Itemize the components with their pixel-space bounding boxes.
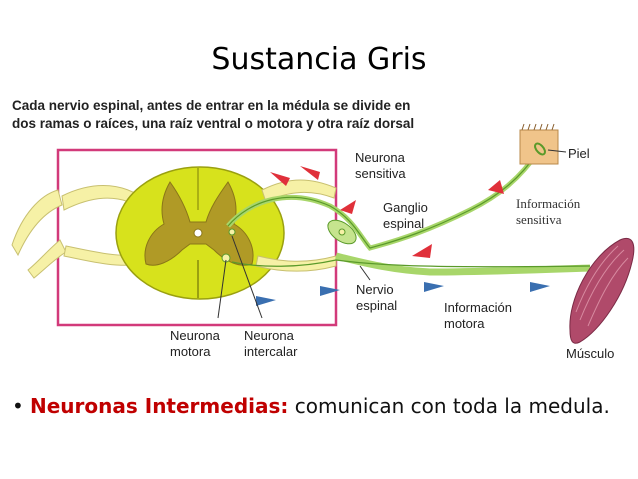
label-neurona-motora-1: Neurona [170, 328, 221, 343]
skin-hairs [521, 123, 555, 131]
motor-arrow-3 [424, 282, 444, 292]
neurona-motora-leader [217, 259, 227, 319]
label-info-sensitiva-2: sensitiva [516, 212, 562, 227]
label-nervio-2: espinal [356, 298, 397, 313]
ganglion-cell [338, 228, 346, 236]
skin-receptor [534, 142, 546, 156]
label-neurona-sensitiva-2: sensitiva [355, 166, 406, 181]
label-info-sensitiva-1: Información [516, 196, 581, 211]
label-musculo: Músculo [566, 346, 614, 361]
sensory-arrow-4 [270, 172, 290, 186]
sensory-neuron-core [227, 151, 539, 249]
diagram-caption-line-1: Cada nervio espinal, antes de entrar en … [12, 98, 410, 113]
skin-block [519, 129, 559, 165]
interneuron-body [228, 228, 236, 236]
bullet-body: comunican con toda la medula. [288, 394, 610, 418]
sensory-arrow-2 [340, 200, 356, 214]
right-ventral-root [255, 255, 337, 272]
label-info-motora-2: motora [444, 316, 485, 331]
cord-gray-matter [144, 181, 254, 266]
muscle-striations [575, 245, 629, 327]
motor-arrow-4 [530, 282, 550, 292]
label-neurona-motora-2: motora [170, 344, 211, 359]
label-ganglio-2: espinal [383, 216, 424, 231]
sensory-arrow-3 [488, 180, 504, 194]
bullet-dot: • [12, 394, 24, 418]
bullet-text: Neuronas Intermedias: comunican con toda… [30, 392, 622, 420]
sensory-arrow-5 [412, 244, 432, 258]
label-neurona-intercalar-1: Neurona [244, 328, 295, 343]
piel-leader [547, 149, 567, 153]
nervio-leader [359, 265, 371, 281]
label-info-motora-1: Información [444, 300, 512, 315]
motor-neuron-fiber [231, 259, 591, 268]
central-canal [193, 228, 203, 238]
sensory-arrow-1 [300, 166, 320, 180]
label-nervio-1: Nervio [356, 282, 394, 297]
label-neurona-sensitiva-1: Neurona [355, 150, 406, 165]
label-neurona-intercalar-2: intercalar [244, 344, 298, 359]
bullet-highlight: Neuronas Intermedias: [30, 394, 289, 418]
left-dorsal-root [11, 189, 63, 257]
muscle-belly [569, 238, 635, 344]
bullet-item: • Neuronas Intermedias: comunican con to… [12, 392, 622, 420]
motor-arrow-2 [320, 286, 340, 296]
motor-arrow-1 [256, 296, 276, 306]
diagram-caption-line-2: dos ramas o raíces, una raíz ventral o m… [12, 116, 414, 131]
label-ganglio-1: Ganglio [383, 200, 428, 215]
slide-title: Sustancia Gris [211, 42, 427, 77]
left-ventral-root [27, 239, 67, 279]
neurona-intercalar-leader [231, 235, 263, 319]
label-piel: Piel [568, 146, 590, 161]
